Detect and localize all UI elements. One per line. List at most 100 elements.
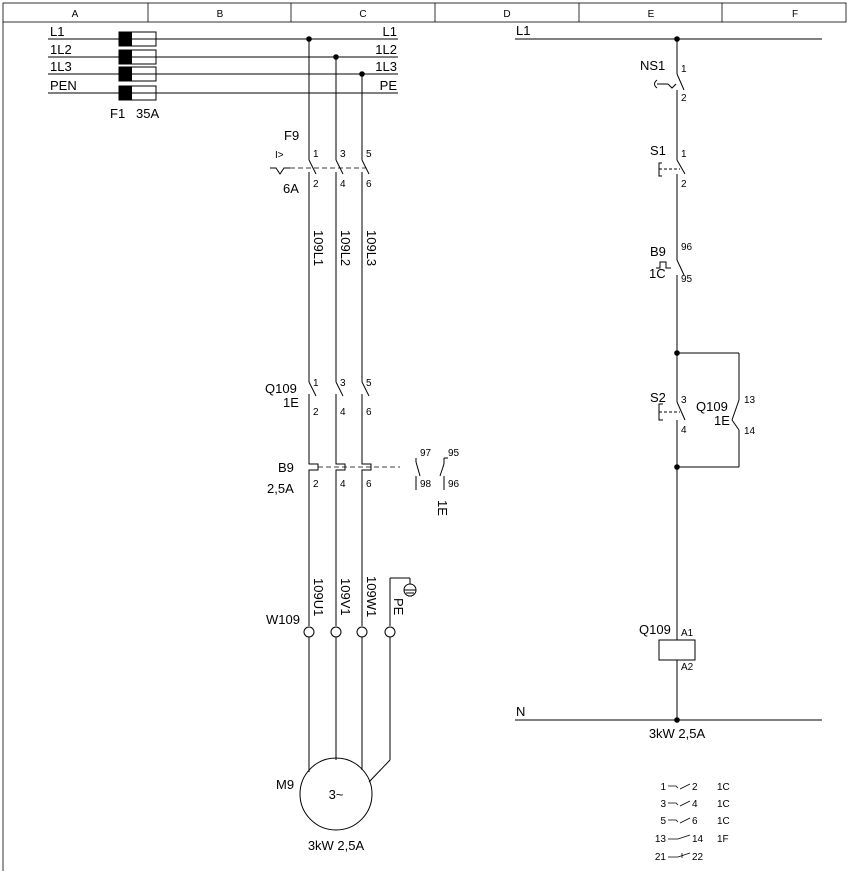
stop-t2: 2	[681, 179, 687, 190]
wire-label-109v1: 109V1	[338, 578, 353, 616]
table-row: 1 2 1C	[660, 782, 729, 793]
bus-label-1l2: 1L2	[50, 42, 72, 57]
svg-text:1C: 1C	[717, 816, 730, 827]
overload-contact-ref: 1C	[649, 266, 666, 281]
wire-labels-top: 109L1 109L2 109L3	[311, 230, 379, 266]
estop-t2: 2	[681, 93, 687, 104]
svg-text:4: 4	[692, 799, 698, 810]
coil-a2: A2	[681, 662, 694, 673]
breaker-terminal-6: 6	[366, 179, 372, 190]
wire-labels-bottom: 109U1 109V1 109W1 PE	[311, 576, 406, 617]
motor-symbol: 3~	[329, 787, 344, 802]
breaker-terminal-4: 4	[340, 179, 346, 190]
contactor-ref: 1E	[283, 395, 299, 410]
overload-contact-t2: 95	[681, 274, 693, 285]
breaker-terminal-5: 5	[366, 149, 372, 160]
column-label-c: C	[359, 9, 366, 20]
wire-label-109w1: 109W1	[364, 576, 379, 617]
overload-aux-ref: 1E	[435, 500, 450, 516]
control-wiring	[676, 39, 740, 720]
wire-label-109l1: 109L1	[311, 230, 326, 266]
svg-text:5: 5	[660, 816, 666, 827]
breaker-terminal-1: 1	[313, 149, 319, 160]
holding-contact-q109: Q109 1E 13 14	[696, 395, 756, 437]
wire-label-109l2: 109L2	[338, 230, 353, 266]
bus-label-right-1l2: 1L2	[375, 42, 397, 57]
svg-text:3: 3	[660, 799, 666, 810]
contactor-q109: Q109 1E 1 3 5 2 4 6	[265, 378, 372, 418]
svg-text:13: 13	[655, 834, 667, 845]
contactor-tag: Q109	[265, 381, 297, 396]
table-row: 3 4 1C	[660, 799, 729, 810]
motor-m9: 3~ M9 3kW 2,5A	[276, 757, 373, 853]
svg-text:1F: 1F	[717, 834, 729, 845]
column-label-d: D	[503, 9, 510, 20]
start-t2: 4	[681, 425, 687, 436]
svg-text:21: 21	[655, 852, 667, 863]
overload-contact-tag: B9	[650, 244, 666, 259]
overload-aux-96: 96	[448, 479, 460, 490]
holding-ref: 1E	[714, 413, 730, 428]
bus-label-right-pe: PE	[380, 78, 398, 93]
svg-text:2: 2	[692, 782, 698, 793]
start-t1: 3	[681, 395, 687, 406]
wire-label-109l3: 109L3	[364, 230, 379, 266]
holding-t2: 14	[744, 426, 756, 437]
start-s2: S2 3 4	[650, 390, 687, 436]
main-fuses: F1 35A	[110, 31, 159, 121]
overload-rating: 2,5A	[267, 481, 294, 496]
ground-icon	[389, 577, 417, 626]
column-label-a: A	[72, 9, 79, 20]
coil-tag: Q109	[639, 622, 671, 637]
svg-text:14: 14	[692, 834, 704, 845]
overload-aux-95: 95	[448, 448, 460, 459]
control-bus-l1: L1	[516, 23, 530, 38]
bus-label-right-l1: L1	[383, 24, 397, 39]
holding-t1: 13	[744, 395, 756, 406]
bus-label-1l3: 1L3	[50, 59, 72, 74]
bus-label-l1: L1	[50, 24, 64, 39]
overload-tag: B9	[278, 460, 294, 475]
contactor-terminal-6: 6	[366, 407, 372, 418]
table-row: 21 22	[655, 852, 704, 863]
breaker-terminal-3: 3	[340, 149, 346, 160]
breaker-f9: I> F9 6A 1 3 5 2 4 6	[270, 128, 372, 196]
overload-contact: B9 1C 96 95	[649, 242, 693, 285]
overload-contact-t1: 96	[681, 242, 693, 253]
control-bus-n: N	[516, 704, 525, 719]
contactor-terminal-1: 1	[313, 378, 319, 389]
motor-tag: M9	[276, 777, 294, 792]
overload-terminal-4: 4	[340, 479, 346, 490]
wire-label-109u1: 109U1	[311, 578, 326, 616]
estop-tag: NS1	[640, 58, 665, 73]
motor-rating: 3kW 2,5A	[308, 838, 365, 853]
overload-aux-97: 97	[420, 448, 432, 459]
breaker-tag: F9	[284, 128, 299, 143]
power-busbars: L1 1L2 1L3 PEN L1 1L2 1L3 PE	[48, 24, 398, 94]
breaker-symbol: I>	[275, 150, 284, 161]
holding-tag: Q109	[696, 399, 728, 414]
svg-text:22: 22	[692, 852, 704, 863]
coil-q109: Q109 A1 A2	[639, 622, 696, 673]
contactor-terminal-5: 5	[366, 378, 372, 389]
svg-text:1: 1	[660, 782, 666, 793]
bus-label-right-1l3: 1L3	[375, 59, 397, 74]
coil-a1: A1	[681, 628, 694, 639]
column-label-f: F	[792, 9, 798, 20]
svg-text:1C: 1C	[717, 799, 730, 810]
bus-label-pen: PEN	[50, 78, 77, 93]
estop-t1: 1	[681, 64, 687, 75]
phase-conductors	[308, 39, 363, 626]
terminal-block-tag: W109	[266, 612, 300, 627]
overload-terminal-2: 2	[313, 479, 319, 490]
estop-ns1: NS1 1 2	[640, 58, 687, 104]
stop-tag: S1	[650, 143, 666, 158]
stop-t1: 1	[681, 149, 687, 160]
overload-b9: B9 2,5A 2 4 6 97 98 95 96 1E	[267, 448, 460, 516]
column-label-b: B	[217, 9, 224, 20]
column-header: A B C D E F	[2, 2, 847, 23]
breaker-terminal-2: 2	[313, 179, 319, 190]
table-row: 13 14 1F	[655, 834, 729, 845]
column-label-e: E	[648, 9, 655, 20]
